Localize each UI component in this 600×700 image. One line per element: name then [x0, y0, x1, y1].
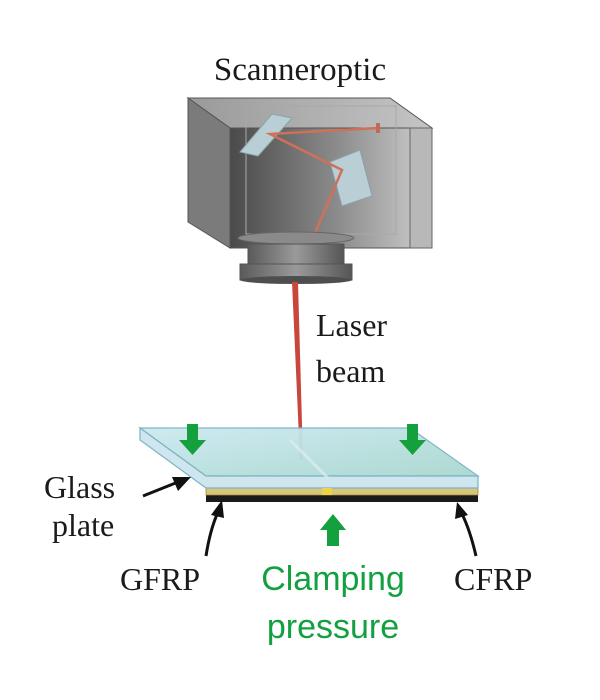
cfrp-layer — [206, 494, 478, 502]
scanner-base-ring — [237, 231, 355, 245]
clamping-pressure-label-line1: Clamping — [261, 560, 405, 598]
clamping-arrow-bottom — [320, 514, 346, 546]
mirror-2 — [329, 149, 373, 207]
gfrp-label: GFRP — [120, 561, 200, 597]
clamping-arrow-left — [179, 424, 206, 455]
glass-plate-edge — [139, 426, 479, 489]
scanner-top-face — [186, 97, 434, 129]
lens — [240, 276, 352, 284]
cfrp-label: CFRP — [454, 561, 532, 597]
seam-line — [288, 438, 330, 480]
clamping-pressure-label-line2: pressure — [267, 608, 399, 646]
laser-beam-label-line2: beam — [316, 353, 385, 389]
cfrp-pointer-arrow — [455, 502, 478, 557]
laser-beam — [292, 282, 303, 460]
scanner-optic-box — [186, 97, 434, 284]
mirror-1 — [239, 113, 293, 157]
scanner-frame-right — [409, 127, 433, 249]
internal-beam-path — [265, 126, 379, 241]
glass-pointer-arrow — [142, 477, 191, 498]
weld-seam — [322, 488, 332, 495]
gfrp-layer — [205, 487, 479, 496]
clamping-arrow-right — [399, 424, 426, 455]
laminate-stack — [138, 426, 480, 502]
laser-source — [376, 123, 380, 133]
scanner-label: Scanneroptic — [214, 52, 386, 88]
glass-plate-label-line2: plate — [52, 507, 114, 543]
glass-plate-label-line1: Glass — [44, 469, 115, 505]
gfrp-pointer-arrow — [204, 500, 224, 557]
laser-beam-label-line1: Laser — [316, 307, 387, 343]
